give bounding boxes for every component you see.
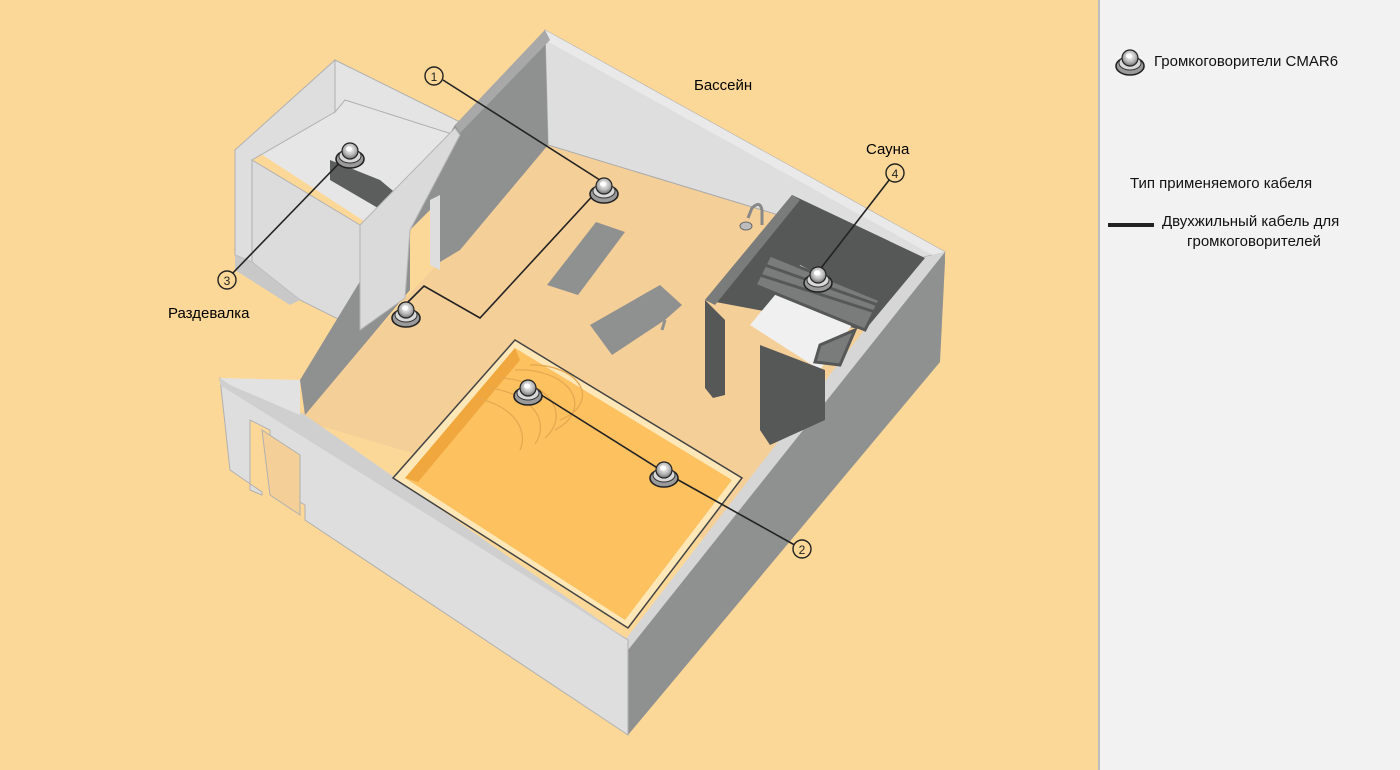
sauna-wall-right — [760, 345, 825, 445]
lounger-right — [590, 285, 682, 355]
hall-wall-south-top — [220, 378, 628, 640]
changing-room-wall-south-top — [235, 255, 300, 305]
cable-legend-swatch — [1108, 223, 1154, 227]
shower-head — [739, 221, 753, 231]
changing-room-partition — [359, 127, 461, 331]
label-pool: Бассейн — [694, 77, 753, 94]
callout-1: 1 — [424, 66, 444, 86]
hall-wall-west-front — [220, 378, 300, 415]
callout-2: 2 — [792, 539, 812, 559]
lounger-right-leg — [660, 319, 667, 331]
legend-speaker-label: Громкоговорители CMAR6 — [1154, 53, 1339, 70]
hall-wall-west-top — [455, 30, 550, 133]
cable-1 — [442, 79, 604, 183]
svg-text:3: 3 — [224, 274, 231, 288]
svg-text:1: 1 — [431, 70, 438, 84]
cable-3 — [227, 151, 351, 279]
cable-1-run — [403, 189, 599, 320]
pool-water — [405, 348, 732, 620]
front-door — [261, 428, 301, 516]
label-changing-room: Раздевалка — [168, 305, 250, 322]
legend-cable-label-line1: Двухжильный кабель для — [1162, 213, 1340, 230]
cable-4 — [817, 174, 894, 273]
sauna-wall-top — [705, 195, 800, 305]
hall-wall-north-top — [545, 30, 945, 262]
hall-wall-south — [219, 377, 629, 736]
legend-cable-heading: Тип применяемого кабеля — [1130, 175, 1313, 192]
sauna-front-wall — [705, 300, 725, 398]
speaker-legend-icon — [1115, 49, 1145, 76]
lounger-left — [547, 222, 625, 295]
changing-room-wall-back — [334, 59, 461, 136]
legend-cable-label-line2: громкоговорителей — [1187, 233, 1321, 250]
svg-text:2: 2 — [799, 543, 806, 557]
pool-steps — [474, 364, 584, 451]
doorway-jamb — [430, 195, 440, 270]
callout-4: 4 — [885, 163, 905, 183]
svg-text:4: 4 — [892, 167, 899, 181]
callout-3: 3 — [217, 270, 237, 290]
hall-wall-east — [628, 252, 945, 735]
legend-panel: Громкоговорители CMAR6 Тип применяемого … — [1098, 0, 1400, 770]
pool-inner-wall — [405, 348, 520, 482]
label-sauna: Сауна — [866, 141, 910, 158]
shower-fixture — [746, 203, 764, 225]
hall-wall-east-top — [625, 252, 945, 650]
